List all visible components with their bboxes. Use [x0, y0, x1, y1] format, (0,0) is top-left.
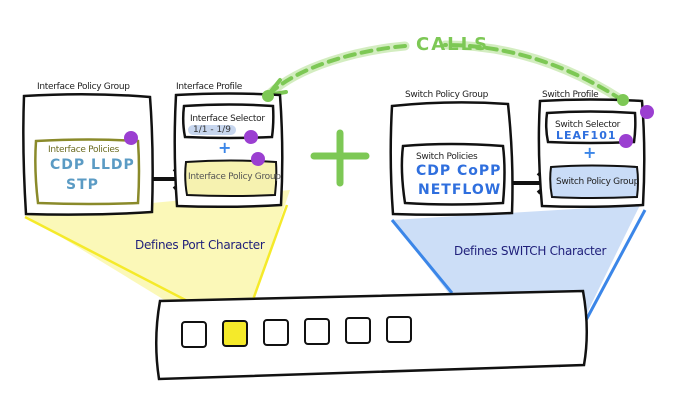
- switch-policy-group-ref-box: [549, 164, 639, 199]
- switch-selector-bottom-dot: [619, 134, 633, 148]
- switch-fan-left-edge: [390, 219, 454, 294]
- interface-policy-group-title: Interface Policy Group: [37, 82, 130, 92]
- interface-policies-line1: CDP LLDP: [50, 157, 135, 173]
- interface-policies-connector-dot: [124, 131, 138, 145]
- switch-policies-line1: CDP CoPP: [416, 163, 502, 179]
- switch-plus-icon: +: [583, 143, 597, 162]
- interface-plus-icon: +: [218, 138, 232, 157]
- interface-policy-group-ref-dot: [251, 152, 265, 166]
- defines-port-character-label: Defines Port Character: [135, 238, 265, 252]
- interface-selector-title: Interface Selector: [190, 114, 265, 124]
- switch-policies-title: Switch Policies: [416, 152, 478, 162]
- switch-chassis: [154, 289, 589, 381]
- switch-profile-calls-source-dot: [617, 94, 629, 106]
- switch-port: [263, 319, 289, 346]
- interface-profile-calls-target-dot: [262, 90, 274, 102]
- switch-selector-top-dot: [640, 105, 654, 119]
- calls-label: CALLS: [416, 34, 490, 55]
- interface-policies-title: Interface Policies: [48, 145, 120, 155]
- switch-port: [181, 321, 207, 348]
- interface-policy-group-ref-label: Interface Policy Group: [188, 172, 281, 182]
- interface-policies-line2: STP: [66, 177, 99, 193]
- interface-selector-value: 1/1 - 1/9: [188, 125, 236, 135]
- switch-profile-title: Switch Profile: [542, 90, 599, 100]
- switch-selector-box: [544, 110, 637, 145]
- center-plus-icon: [310, 129, 370, 187]
- interface-policies-box: [34, 138, 141, 206]
- switch-port: [304, 318, 330, 345]
- switch-port: [345, 317, 371, 344]
- switch-port: [386, 316, 412, 343]
- interface-selector-connector-dot: [244, 130, 258, 144]
- switch-selector-title: Switch Selector: [555, 120, 621, 130]
- switch-ports: [181, 316, 412, 348]
- interface-profile-title: Interface Profile: [176, 82, 243, 92]
- switch-selector-value: LEAF101: [556, 129, 617, 142]
- interface-policy-group-ref-box: [184, 159, 278, 197]
- defines-switch-character-label: Defines SWITCH Character: [454, 244, 607, 258]
- switch-policies-line2: NETFLOW: [418, 182, 502, 198]
- switch-policy-group-ref-label: Switch Policy Group: [556, 177, 640, 187]
- calls-arrow: [266, 43, 624, 102]
- switch-policy-group-title: Switch Policy Group: [405, 90, 489, 100]
- switch-port-highlighted: [222, 320, 248, 347]
- switch-policies-box: [400, 142, 506, 206]
